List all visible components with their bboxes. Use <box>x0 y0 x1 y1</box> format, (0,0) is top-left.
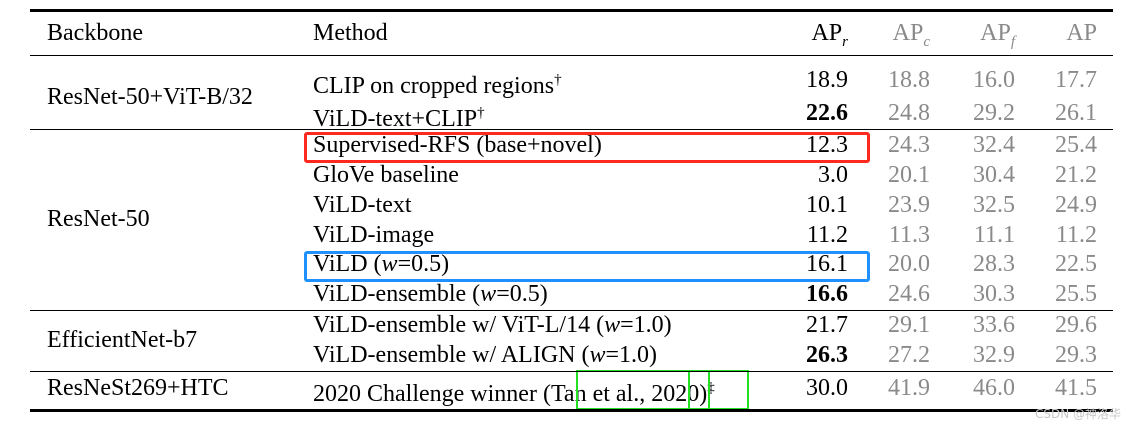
header-rule <box>30 55 1113 57</box>
apc-value: 23.9 <box>888 192 930 218</box>
apr-value: 21.7 <box>806 312 848 338</box>
header-backbone: Backbone <box>47 20 143 46</box>
apr-value: 11.2 <box>806 222 848 248</box>
apf-value: 16.0 <box>973 67 1015 93</box>
bottom-rule <box>30 409 1113 412</box>
header-method: Method <box>313 20 388 46</box>
method-cell: ViLD-text <box>313 192 412 218</box>
apf-value: 32.5 <box>973 192 1015 218</box>
ap-value: 29.6 <box>1055 312 1097 338</box>
apc-value: 27.2 <box>888 342 930 368</box>
method-cell: ViLD-text+CLIP† <box>313 105 485 132</box>
method-cell: ViLD-image <box>313 222 435 248</box>
method-cell: ViLD (w=0.5) <box>313 251 450 277</box>
header-apf: APf <box>980 20 1015 50</box>
ap-value: 29.3 <box>1055 342 1097 368</box>
apf-value: 30.4 <box>973 162 1015 188</box>
highlight-box <box>304 132 870 163</box>
ap-value: 21.2 <box>1055 162 1097 188</box>
apc-value: 20.0 <box>888 251 930 277</box>
header-ap: AP <box>1066 20 1097 46</box>
apc-value: 29.1 <box>888 312 930 338</box>
group-rule <box>30 371 1113 373</box>
method-cell: ViLD-ensemble w/ ALIGN (w=1.0) <box>313 342 658 368</box>
ap-value: 11.2 <box>1055 222 1097 248</box>
ap-value: 26.1 <box>1055 100 1097 126</box>
method-cell: 2020 Challenge winner (Tan et al., 2020)… <box>313 380 715 407</box>
ap-value: 25.5 <box>1055 281 1097 307</box>
apr-value: 26.3 <box>806 342 848 368</box>
apf-value: 33.6 <box>973 312 1015 338</box>
apr-value: 18.9 <box>806 67 848 93</box>
ap-value: 25.4 <box>1055 132 1097 158</box>
apc-value: 20.1 <box>888 162 930 188</box>
citation-year-box <box>688 370 749 410</box>
footnote-mark: ‡ <box>707 380 715 396</box>
group-rule <box>30 129 1113 131</box>
top-rule <box>30 9 1113 12</box>
citation-year[interactable]: 2020 <box>651 381 700 407</box>
backbone-label: ResNet-50+ViT-B/32 <box>47 84 253 110</box>
method-cell: ViLD-ensemble (w=0.5) <box>313 281 548 307</box>
highlight-box <box>304 251 870 282</box>
apc-value: 41.9 <box>888 375 930 401</box>
apc-value: 11.3 <box>888 222 930 248</box>
method-cell: CLIP on cropped regions† <box>313 72 562 99</box>
apf-value: 32.9 <box>973 342 1015 368</box>
backbone-label: ResNet-50 <box>47 206 150 232</box>
apf-value: 32.4 <box>973 132 1015 158</box>
apf-value: 11.1 <box>973 222 1015 248</box>
apf-value: 28.3 <box>973 251 1015 277</box>
watermark: CSDN @神洛华 <box>1034 407 1121 421</box>
citation-author[interactable]: Tan et al. <box>550 381 640 407</box>
header-apc: APc <box>892 20 930 50</box>
apf-value: 30.3 <box>973 281 1015 307</box>
apc-value: 18.8 <box>888 67 930 93</box>
backbone-label: EfficientNet-b7 <box>47 327 198 353</box>
ap-value: 17.7 <box>1055 67 1097 93</box>
apc-value: 24.3 <box>888 132 930 158</box>
ap-value: 41.5 <box>1055 375 1097 401</box>
footnote-mark: † <box>477 105 485 121</box>
apf-value: 29.2 <box>973 100 1015 126</box>
method-cell: Supervised-RFS (base+novel) <box>313 132 602 158</box>
apc-value: 24.8 <box>888 100 930 126</box>
apr-value: 3.0 <box>818 162 848 188</box>
group-rule <box>30 310 1113 312</box>
footnote-mark: † <box>554 72 562 88</box>
apr-value: 22.6 <box>806 100 848 126</box>
ap-value: 24.9 <box>1055 192 1097 218</box>
apr-value: 30.0 <box>806 375 848 401</box>
ap-value: 22.5 <box>1055 251 1097 277</box>
apr-value: 12.3 <box>806 132 848 158</box>
apr-value: 10.1 <box>806 192 848 218</box>
header-apr: APr <box>811 20 848 50</box>
method-cell: ViLD-ensemble w/ ViT-L/14 (w=1.0) <box>313 312 672 338</box>
method-cell: GloVe baseline <box>313 162 459 188</box>
apc-value: 24.6 <box>888 281 930 307</box>
apr-value: 16.1 <box>806 251 848 277</box>
apr-value: 16.6 <box>806 281 848 307</box>
apf-value: 46.0 <box>973 375 1015 401</box>
backbone-label: ResNeSt269+HTC <box>47 375 229 401</box>
